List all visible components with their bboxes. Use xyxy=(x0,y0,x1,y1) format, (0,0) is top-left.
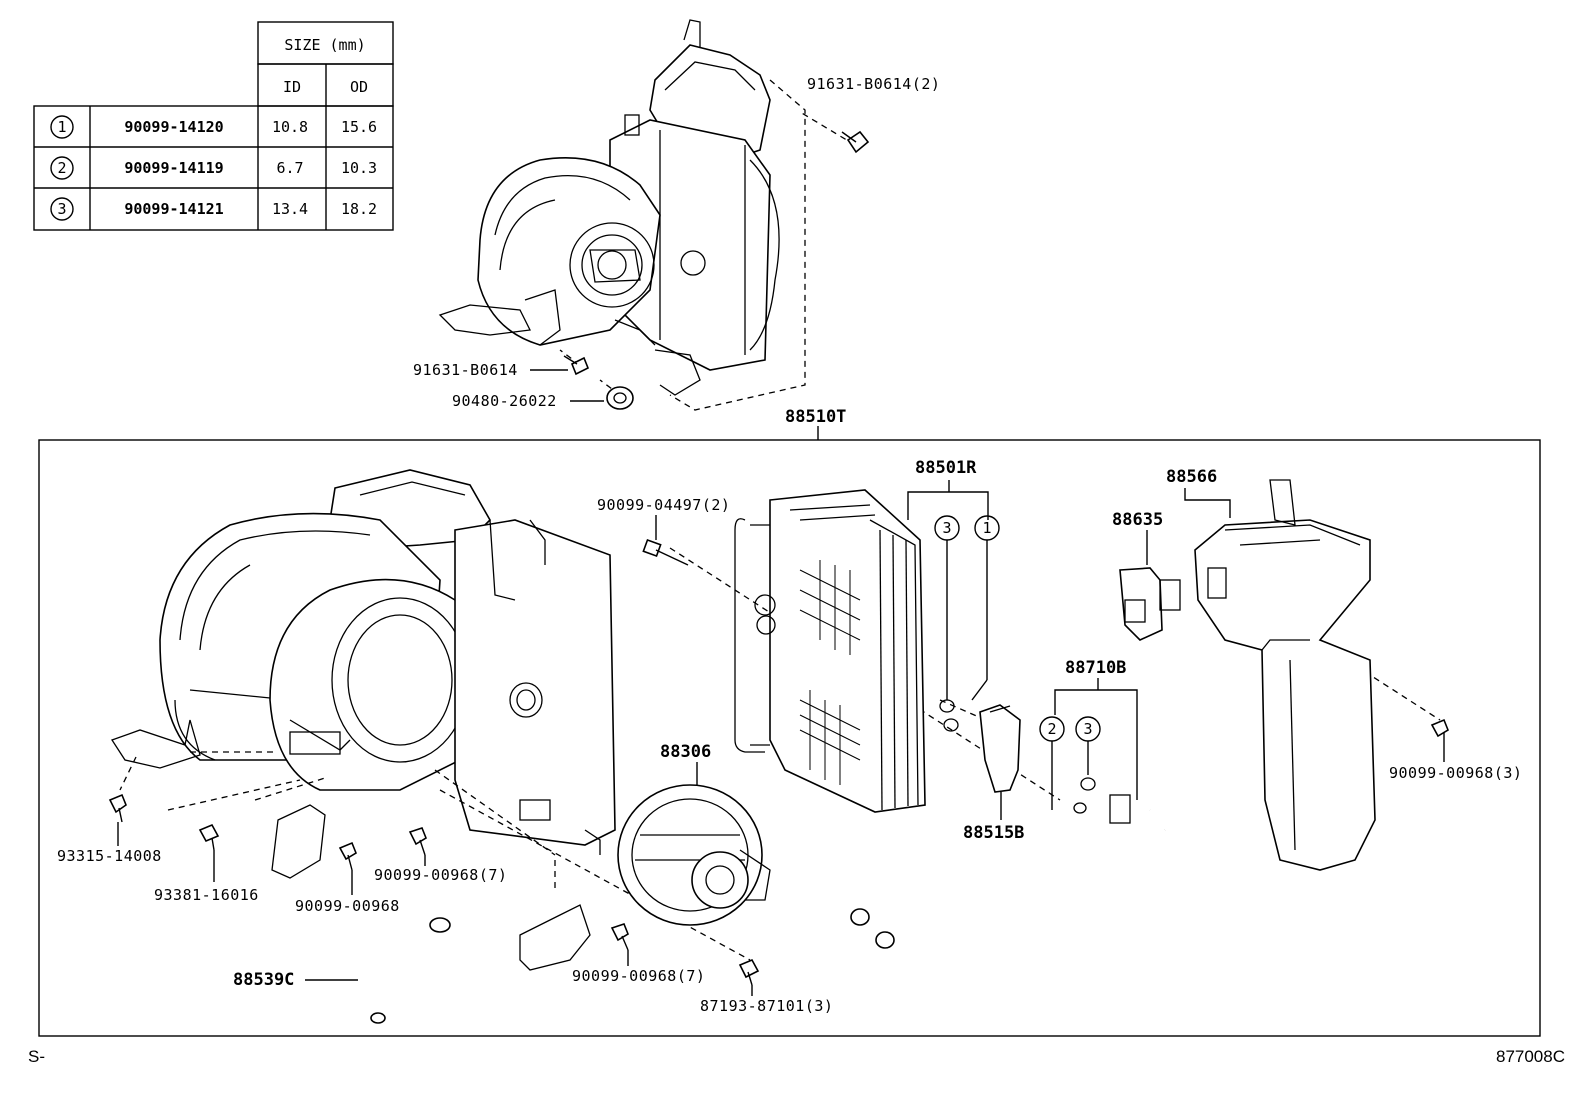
size-header: SIZE (mm) xyxy=(284,36,365,54)
duct-drawing xyxy=(1194,479,1376,871)
hose-88539c xyxy=(370,917,504,1024)
blower-case-drawing xyxy=(111,469,616,855)
blower-motor-drawing xyxy=(617,784,771,926)
bracket-lower xyxy=(271,804,326,879)
label-screw-d: 90099-00968(7) xyxy=(374,866,507,884)
table-id: 13.4 xyxy=(272,200,308,218)
oring-2 xyxy=(943,718,959,732)
label-tube: 88710B xyxy=(1065,658,1126,678)
table-id: 10.8 xyxy=(272,118,308,136)
assembly-frame xyxy=(38,439,1541,1037)
table-id: 6.7 xyxy=(276,159,303,177)
label-duct: 88566 xyxy=(1166,467,1217,487)
label-bolt-mid: 91631-B0614 xyxy=(413,361,518,379)
label-screw-e: 90099-00968(7) xyxy=(572,967,705,985)
label-exp-valve: 88515B xyxy=(963,823,1024,843)
label-bolt-top: 91631-B0614(2) xyxy=(807,75,940,93)
screw-93315 xyxy=(108,793,127,823)
label-grommet: 90480-26022 xyxy=(452,392,557,410)
table-od: 15.6 xyxy=(341,118,377,136)
tube-drawing xyxy=(850,794,1167,954)
oring-ref-2: 2 xyxy=(1047,720,1056,738)
resistor-drawing xyxy=(1119,567,1181,641)
clip-87193 xyxy=(738,958,760,986)
heater-unit-assembly-drawing xyxy=(438,19,780,396)
oring-ref-1: 1 xyxy=(982,519,991,537)
footer-left: S- xyxy=(28,1047,45,1066)
label-evaporator: 88501R xyxy=(915,458,977,478)
oring-1 xyxy=(939,699,955,713)
bracket-lower-2 xyxy=(519,904,591,971)
table-ref: 3 xyxy=(57,200,66,218)
label-assembly: 88510T xyxy=(785,407,846,427)
col-od: OD xyxy=(350,78,368,96)
table-od: 10.3 xyxy=(341,159,377,177)
footer-right: 877008C xyxy=(1496,1047,1565,1066)
screw-90099-a xyxy=(338,841,357,871)
table-ref: 1 xyxy=(57,118,66,136)
grommet xyxy=(606,386,634,410)
expansion-valve-drawing xyxy=(979,704,1021,793)
label-screw-a: 93315-14008 xyxy=(57,847,162,865)
label-clip: 87193-87101(3) xyxy=(700,997,833,1015)
label-screw-right: 90099-00968(3) xyxy=(1389,764,1522,782)
bolt-evaporator xyxy=(642,538,689,566)
label-hose: 88539C xyxy=(233,970,294,990)
screw-right xyxy=(1430,718,1449,738)
size-table: SIZE (mm) ID OD 1 90099-14120 10.8 15.6 … xyxy=(33,21,394,231)
label-bolt-evap: 90099-04497(2) xyxy=(597,496,730,514)
table-od: 18.2 xyxy=(341,200,377,218)
label-resistor: 88635 xyxy=(1112,510,1163,530)
screw-90099-b xyxy=(408,827,427,856)
table-part: 90099-14119 xyxy=(124,159,223,177)
label-blower-motor: 88306 xyxy=(660,742,711,762)
label-screw-c: 90099-00968 xyxy=(295,897,400,915)
label-screw-b: 93381-16016 xyxy=(154,886,259,904)
table-ref: 2 xyxy=(57,159,66,177)
bolt-mid xyxy=(563,355,590,376)
table-part: 90099-14121 xyxy=(124,200,223,218)
evaporator-drawing xyxy=(734,489,926,813)
oring-ref-3a: 3 xyxy=(942,519,951,537)
oring-ref-3b: 3 xyxy=(1083,720,1092,738)
screw-93381 xyxy=(198,823,220,851)
bolt-top-right xyxy=(841,130,870,154)
col-id: ID xyxy=(283,78,301,96)
screw-90099-c xyxy=(610,923,629,951)
table-part: 90099-14120 xyxy=(124,118,223,136)
